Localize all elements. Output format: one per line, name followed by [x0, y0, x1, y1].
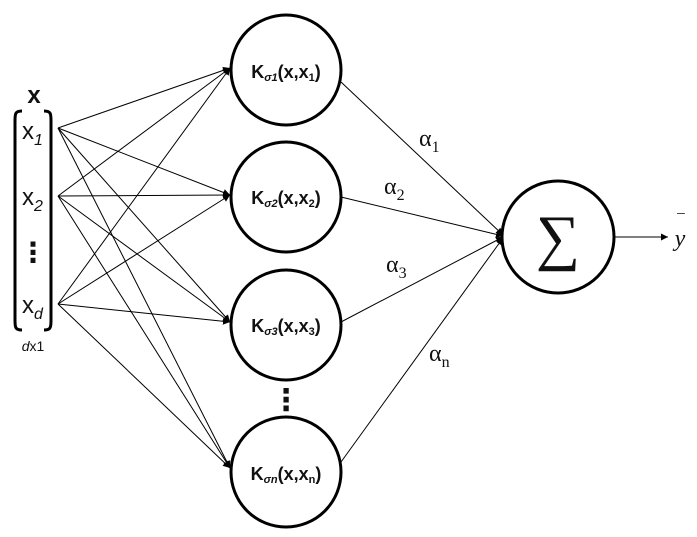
kernel-node-3-circle — [229, 268, 343, 382]
sum-symbol-icon: ∑ — [536, 204, 580, 272]
edge-x2-k3 — [57, 195, 231, 323]
kernel-node-n: Kσn(x,xn) — [229, 415, 343, 529]
edge-x2-k2 — [57, 191, 231, 199]
input-dimension-label: dx1 — [22, 338, 45, 354]
edge-x1-k3 — [57, 127, 231, 323]
kernel-node-3: Kσ3(x,x3) — [229, 268, 343, 382]
kernel-node-n-circle — [229, 415, 343, 529]
weights: α1 α2 α3 αn — [384, 126, 450, 371]
input-to-kernel-connections — [57, 67, 231, 469]
summation-circle — [500, 179, 616, 295]
summation-node: ∑ — [500, 179, 616, 295]
edge-xd-k2 — [57, 194, 231, 305]
edge-x2-k1 — [57, 67, 231, 197]
edge-xd-kn — [57, 303, 231, 469]
kernel-node-1: Kσ1(x,x1) — [229, 13, 343, 127]
edge-k1-sum — [340, 81, 504, 236]
input-vector-label: x — [27, 82, 41, 109]
output-bar: ‾ — [677, 212, 686, 234]
edge-x1-k1 — [57, 67, 231, 129]
input-item-xd: xd — [22, 292, 44, 323]
kernel-nodes: Kσ1(x,x1) Kσ2(x,x2) Kσ3(x,x3) ⋮ Kσn(x,xn… — [229, 13, 343, 529]
edge-x2-kn — [57, 195, 231, 469]
edge-xd-k3 — [57, 303, 231, 325]
edge-x1-kn — [57, 127, 231, 469]
output-label: y ‾ — [673, 212, 686, 252]
weight-alpha-3: α3 — [386, 252, 407, 282]
kernel-node-2-label: Kσ2(x,x2) — [251, 188, 321, 210]
input-item-x2: x2 — [22, 184, 43, 215]
kernel-ellipsis: ⋮ — [271, 384, 301, 417]
input-vector: x x1 x2 ⋮ xd dx1 — [13, 82, 53, 354]
edge-k2-sum — [340, 196, 504, 238]
weight-alpha-n: αn — [429, 341, 450, 371]
edge-x1-k2 — [57, 127, 231, 196]
input-ellipsis: ⋮ — [19, 237, 47, 268]
kernel-node-1-circle — [229, 13, 343, 127]
kernel-node-2-circle — [229, 140, 343, 254]
edge-xd-k1 — [57, 67, 231, 305]
kernel-node-2: Kσ2(x,x2) — [229, 140, 343, 254]
kernel-node-n-label: Kσn(x,xn) — [251, 464, 322, 486]
kernel-node-3-label: Kσ3(x,x3) — [251, 316, 321, 338]
weight-alpha-2: α2 — [384, 174, 405, 204]
right-bracket — [43, 109, 53, 332]
kernel-node-1-label: Kσ1(x,x1) — [251, 62, 321, 84]
weight-alpha-1: α1 — [419, 126, 440, 156]
kernel-to-sum-connections — [340, 81, 504, 463]
left-bracket — [13, 109, 23, 332]
edge-k3-sum — [340, 236, 504, 323]
input-item-x1: x1 — [22, 118, 43, 149]
output-symbol: y — [673, 226, 686, 252]
edge-kn-sum — [340, 237, 504, 463]
